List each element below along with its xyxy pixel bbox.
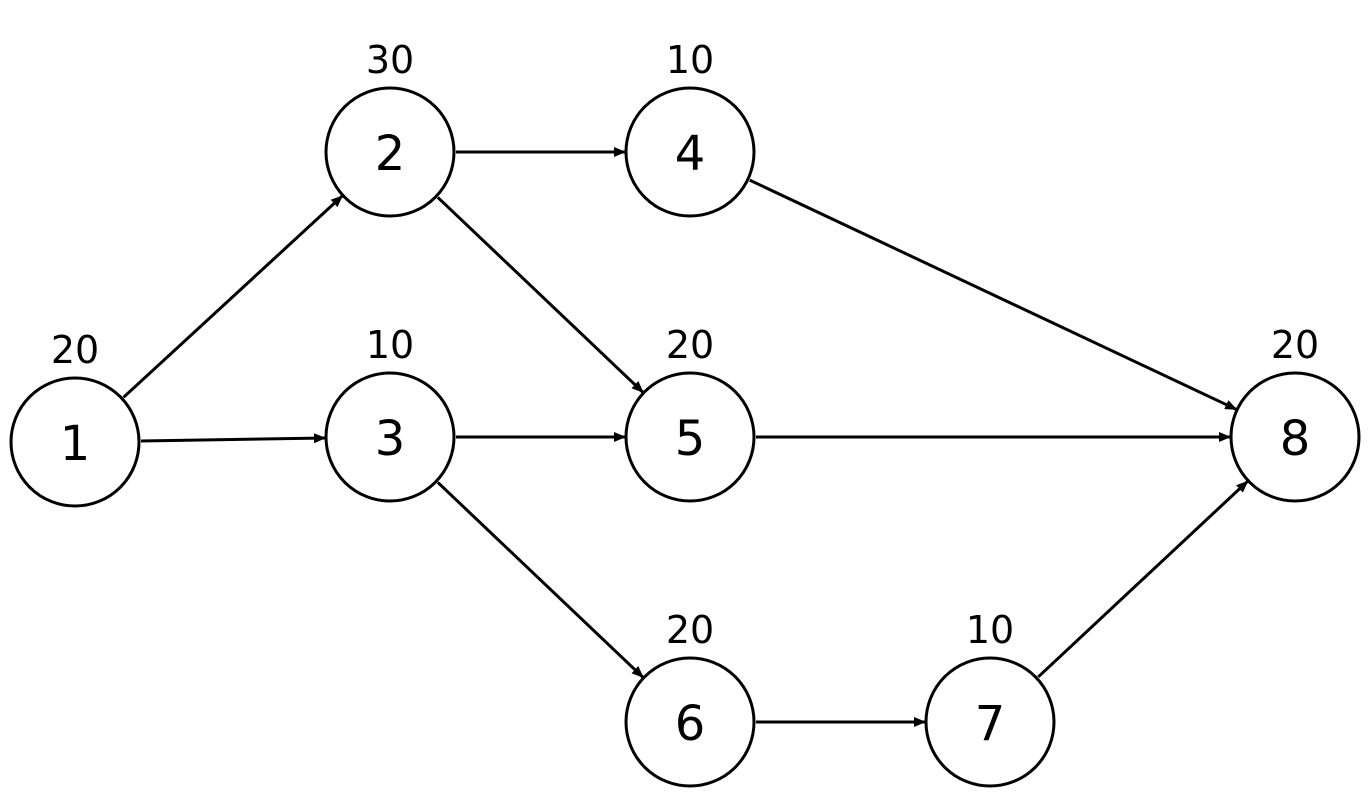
node-circle — [1229, 371, 1361, 503]
node-weight-label: 30 — [366, 38, 414, 82]
node-4: 4 10 — [624, 38, 756, 218]
edge-3-to-6 — [436, 481, 644, 679]
node-weight-label: 20 — [51, 328, 99, 372]
node-weight-label: 10 — [666, 38, 714, 82]
node-6: 6 20 — [624, 608, 756, 788]
node-circle — [624, 371, 756, 503]
edge-2-to-5 — [436, 196, 644, 394]
node-5: 5 20 — [624, 323, 756, 503]
node-circle — [624, 86, 756, 218]
node-weight-label: 20 — [666, 323, 714, 367]
node-weight-label: 20 — [1271, 323, 1319, 367]
node-8: 8 20 — [1229, 323, 1361, 503]
node-label: 5 — [675, 411, 706, 467]
edges-layer — [122, 147, 1249, 727]
node-circle — [324, 371, 456, 503]
node-weight-label: 20 — [666, 608, 714, 652]
node-circle — [924, 656, 1056, 788]
node-label: 7 — [975, 696, 1006, 752]
node-weight-label: 10 — [366, 323, 414, 367]
node-label: 3 — [375, 411, 406, 467]
node-circle — [624, 656, 756, 788]
node-circle — [9, 376, 141, 508]
edge-4-to-8 — [749, 178, 1238, 411]
node-label: 1 — [60, 416, 91, 472]
node-label: 2 — [375, 126, 406, 182]
node-label: 4 — [675, 126, 706, 182]
node-7: 7 10 — [924, 608, 1056, 788]
edge-1-to-2 — [122, 194, 344, 399]
node-1: 1 20 — [9, 328, 141, 508]
edge-7-to-8 — [1037, 480, 1249, 679]
node-label: 6 — [675, 696, 706, 752]
edge-1-to-3 — [140, 433, 327, 444]
node-label: 8 — [1280, 411, 1311, 467]
node-2: 2 30 — [324, 38, 456, 218]
node-weight-label: 10 — [966, 608, 1014, 652]
nodes-layer: 1 20 2 30 3 10 4 10 5 20 6 20 7 10 8 20 — [9, 38, 1361, 788]
node-3: 3 10 — [324, 323, 456, 503]
node-circle — [324, 86, 456, 218]
